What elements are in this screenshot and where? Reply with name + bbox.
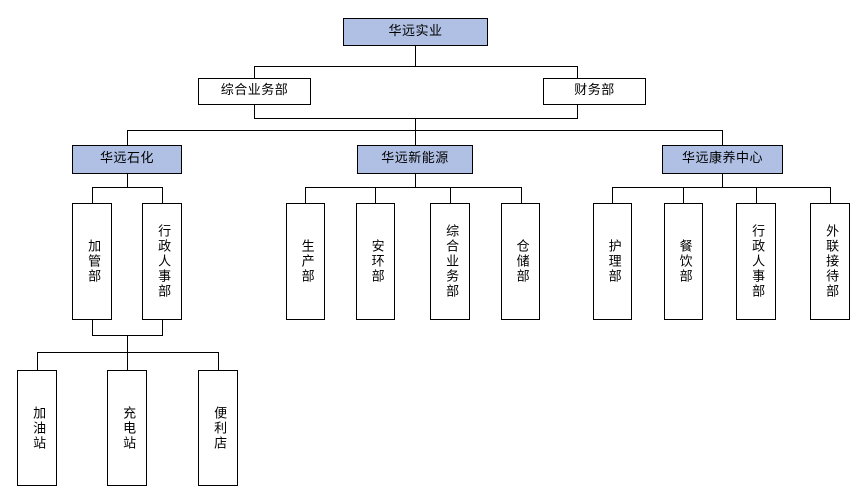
- connector-root-down: [415, 46, 416, 66]
- connector-to-gas-station: [37, 352, 38, 370]
- node-jiaguan-bu[interactable]: 加管部: [72, 203, 112, 320]
- node-huayuan-shihua[interactable]: 华远石化: [72, 145, 182, 174]
- node-label: 生产部: [298, 239, 314, 284]
- connector-fuel-management-down: [92, 320, 93, 335]
- connector-to-new-energy: [415, 130, 416, 145]
- connector-to-safety-env: [375, 187, 376, 203]
- node-label: 充电站: [120, 405, 136, 451]
- node-canyin-bu[interactable]: 餐饮部: [664, 203, 703, 320]
- connector-new-energy-children-bar: [305, 187, 521, 188]
- connector-petro-lower-down: [127, 335, 128, 352]
- node-xingzheng-renshi-bu-ky[interactable]: 行政人事部: [736, 203, 776, 320]
- node-label: 华远实业: [388, 23, 443, 39]
- node-chongdianzhan[interactable]: 充电站: [107, 370, 147, 486]
- connector-subsidiary-bar: [127, 130, 722, 131]
- node-huayuan-xinnengyuan[interactable]: 华远新能源: [357, 145, 473, 174]
- node-label: 华远康养中心: [681, 151, 763, 167]
- node-label: 综合业务部: [220, 83, 289, 99]
- node-caiwu-bu[interactable]: 财务部: [543, 78, 646, 105]
- connector-to-external-reception: [830, 187, 831, 203]
- connector-level1-merge-bar: [254, 118, 578, 119]
- node-label: 加管部: [85, 239, 101, 284]
- connector-to-admin-hr-health: [756, 187, 757, 203]
- connector-to-health-center: [722, 130, 723, 145]
- connector-petrochemical-down: [127, 174, 128, 187]
- node-bianlidian[interactable]: 便利店: [198, 370, 238, 486]
- node-wailian-jiedai-bu[interactable]: 外联接待部: [810, 203, 850, 320]
- node-cangchu-bu[interactable]: 仓储部: [501, 203, 540, 320]
- connector-to-petrochemical: [127, 130, 128, 145]
- connector-to-charging-station: [127, 352, 128, 370]
- connector-new-energy-down: [415, 174, 416, 187]
- connector-merge-down: [415, 118, 416, 130]
- connector-to-general-business: [254, 66, 255, 78]
- node-label: 安环部: [368, 239, 384, 284]
- node-label: 华远新能源: [381, 151, 449, 167]
- connector-to-nursing: [612, 187, 613, 203]
- node-label: 华远石化: [99, 151, 154, 167]
- node-label: 餐饮部: [676, 239, 692, 284]
- node-huli-bu[interactable]: 护理部: [593, 203, 632, 320]
- node-huayuan-shiye[interactable]: 华远实业: [343, 18, 488, 46]
- connector-to-production: [305, 187, 306, 203]
- node-label: 财务部: [574, 83, 615, 99]
- connector-admin-hr-petro-down: [162, 320, 163, 335]
- node-huayuan-kangyang-zhongxin[interactable]: 华远康养中心: [662, 145, 783, 174]
- node-label: 行政人事部: [155, 224, 171, 299]
- node-zonghe-yewu-bu[interactable]: 综合业务部: [198, 78, 311, 105]
- connector-to-general-business-ne: [450, 187, 451, 203]
- node-zonghe-yewu-bu-xny[interactable]: 综合业务部: [430, 203, 470, 320]
- connector-petrochemical-children-bar: [92, 187, 163, 188]
- connector-finance-down: [577, 105, 578, 118]
- node-label: 行政人事部: [749, 224, 765, 299]
- connector-to-warehousing: [521, 187, 522, 203]
- connector-to-admin-hr-petro: [162, 187, 163, 203]
- node-xingzheng-renshi-bu-shihua[interactable]: 行政人事部: [142, 203, 182, 320]
- node-label: 加油站: [30, 405, 46, 451]
- node-jiayouzhan[interactable]: 加油站: [17, 370, 57, 486]
- connector-health-center-down: [722, 174, 723, 187]
- connector-to-catering: [683, 187, 684, 203]
- node-label: 仓储部: [513, 239, 529, 284]
- connector-general-business-down: [254, 105, 255, 118]
- node-label: 外联接待部: [823, 224, 839, 299]
- connector-to-fuel-management: [92, 187, 93, 203]
- connector-to-finance: [577, 66, 578, 78]
- node-label: 便利店: [211, 405, 227, 451]
- connector-health-center-children-bar: [612, 187, 830, 188]
- node-label: 护理部: [605, 239, 621, 284]
- node-anhuan-bu[interactable]: 安环部: [356, 203, 395, 320]
- connector-to-convenience-store: [218, 352, 219, 370]
- node-label: 综合业务部: [443, 224, 459, 299]
- connector-level1-bar: [254, 66, 577, 67]
- node-shengchan-bu[interactable]: 生产部: [286, 203, 325, 320]
